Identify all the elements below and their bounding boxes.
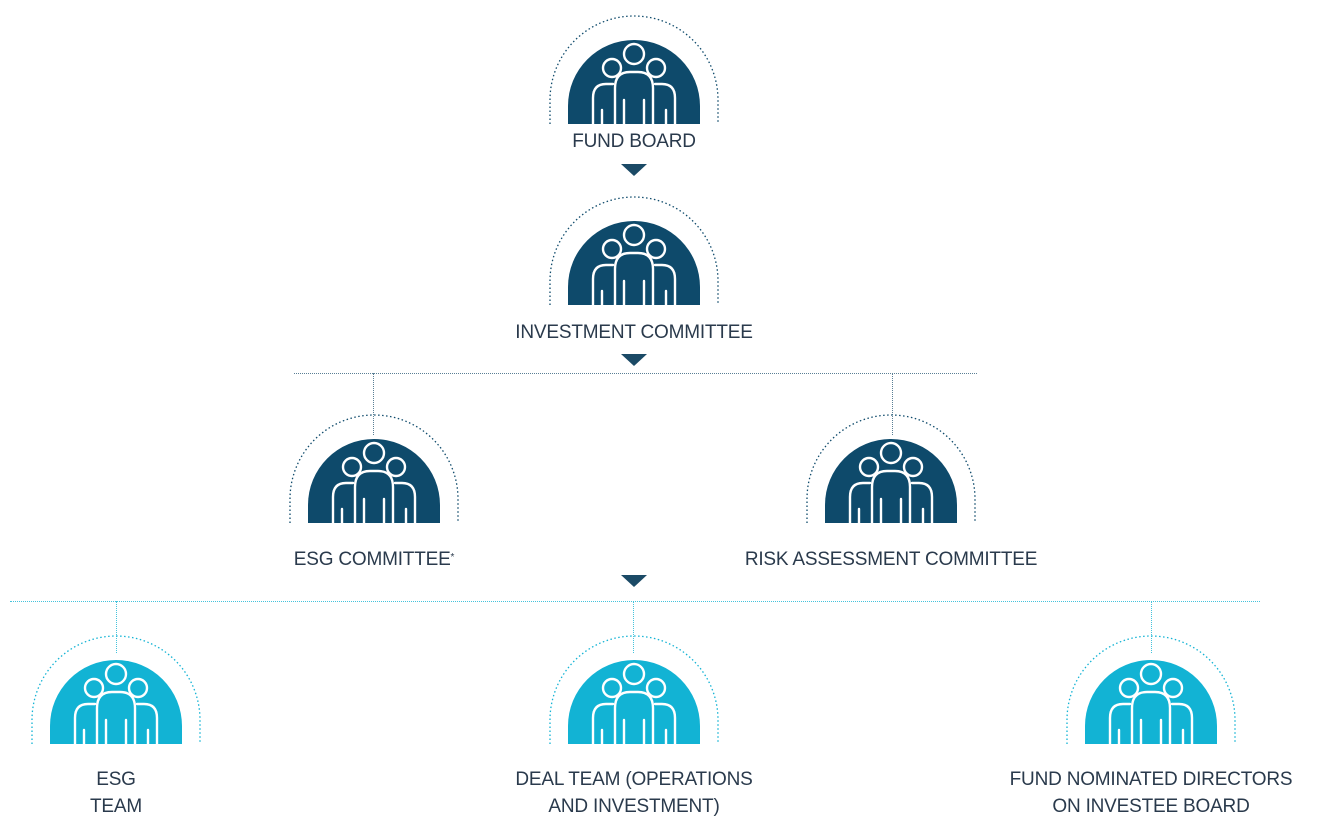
people-glyph [591, 223, 677, 307]
connector-line [294, 373, 977, 374]
dome-shape [1085, 660, 1217, 744]
arrow-down-icon [621, 354, 647, 366]
dome-shape [568, 40, 700, 124]
people-glyph [73, 662, 159, 746]
connector-line [373, 373, 374, 435]
node-investment-committee: INVESTMENT COMMITTEE [464, 196, 804, 343]
node-risk-assessment-committee: RISK ASSESSMENT COMMITTEE [721, 414, 1061, 570]
connector-line [1151, 601, 1152, 653]
group-icon [549, 15, 719, 126]
group-icon [31, 635, 201, 746]
people-glyph [591, 42, 677, 126]
people-glyph [331, 441, 417, 525]
dome-shape [568, 660, 700, 744]
investment-committee-label: INVESTMENT COMMITTEE [515, 322, 753, 343]
risk-committee-label: RISK ASSESSMENT COMMITTEE [744, 549, 1038, 570]
dome-shape [825, 439, 957, 523]
arrow-down-icon [621, 575, 647, 587]
dome-shape [568, 221, 700, 305]
node-fund-board: FUND BOARD [464, 15, 804, 156]
connector-line [633, 601, 634, 653]
fund-board-label: FUND BOARD [572, 131, 696, 152]
connector-line [116, 601, 117, 653]
people-glyph [1108, 662, 1194, 746]
group-icon [549, 196, 719, 307]
connector-line [10, 601, 1260, 602]
people-glyph [848, 441, 934, 525]
dome-shape [308, 439, 440, 523]
connector-line [892, 373, 893, 435]
arrow-down-icon [621, 164, 647, 176]
group-icon [549, 635, 719, 746]
group-icon [806, 414, 976, 525]
dome-shape [50, 660, 182, 744]
group-icon [1066, 635, 1236, 746]
people-glyph [591, 662, 677, 746]
footnote-mark: * [450, 552, 455, 563]
node-esg-committee: ESG COMMITTEE* [204, 414, 544, 570]
esg-committee-label: ESG COMMITTEE* [293, 549, 455, 570]
group-icon [289, 414, 459, 525]
